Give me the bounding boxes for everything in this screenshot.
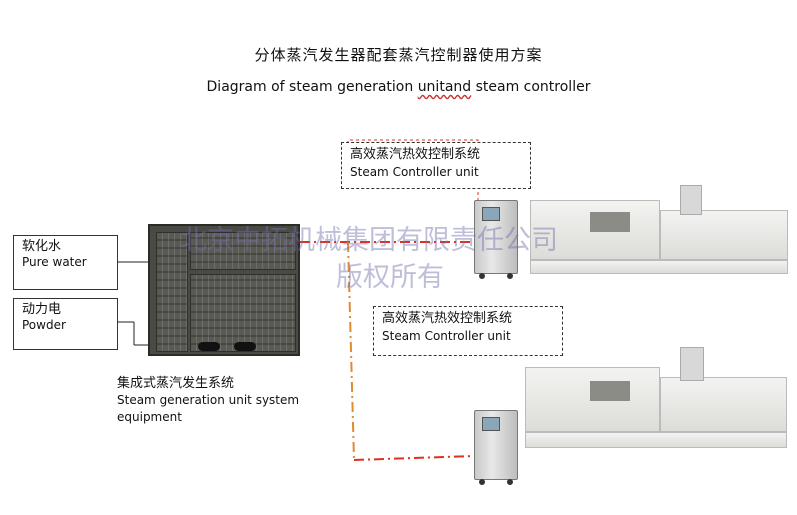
controller-label-top: 高效蒸汽热效控制系统 Steam Controller unit <box>341 142 531 189</box>
controller-top-screen <box>482 207 500 221</box>
machine-bottom-injection-unit <box>660 377 787 432</box>
generator-left-panel <box>156 232 188 352</box>
controller-bottom-foot-right <box>507 479 513 485</box>
controller-top-foot-left <box>479 273 485 279</box>
steam-line-branch <box>347 241 355 461</box>
title-en-part1: Diagram of steam generation <box>206 79 418 95</box>
controller-bottom-screen <box>482 417 500 431</box>
machine-bottom-hopper <box>680 347 704 381</box>
machine-top-platen <box>590 212 630 232</box>
generator-top-panel <box>190 232 296 270</box>
generator-label-en-line2: equipment <box>117 410 182 424</box>
pure-water-label-en: Pure water <box>22 255 87 269</box>
watermark-line2: 版权所有 <box>336 262 444 293</box>
controller-bottom-en: Steam Controller unit <box>382 329 511 343</box>
injection-machine-bottom <box>525 345 787 455</box>
generator-vent-right <box>234 342 256 351</box>
pure-water-label-cn: 软化水 <box>22 239 62 254</box>
steam-controller-top <box>474 200 518 279</box>
diagram-title-cn: 分体蒸汽发生器配套蒸汽控制器使用方案 <box>254 46 543 64</box>
title-en-part2: steam controller <box>471 79 591 95</box>
generator-bottom-panel <box>190 274 296 352</box>
machine-bottom-platen <box>590 381 630 401</box>
power-label-en: Powder <box>22 318 66 332</box>
steam-line-bottom <box>353 455 475 461</box>
watermark-line1: 北京中拓机械集团有限责任公司 <box>180 225 558 256</box>
generator-label-cn: 集成式蒸汽发生系统 <box>117 376 235 391</box>
machine-top-base <box>530 260 788 274</box>
power-label-cn: 动力电 <box>22 302 62 317</box>
generator-vent-left <box>198 342 220 351</box>
controller-top-en: Steam Controller unit <box>350 165 479 179</box>
machine-top-hopper <box>680 185 702 215</box>
controller-top-cn: 高效蒸汽热效控制系统 <box>350 147 481 162</box>
controller-label-bottom: 高效蒸汽热效控制系统 Steam Controller unit <box>373 306 563 356</box>
controller-bottom-foot-left <box>479 479 485 485</box>
machine-bottom-base <box>525 432 787 448</box>
steam-controller-bottom <box>474 410 518 485</box>
power-box: 动力电 Powder <box>13 298 118 350</box>
steam-generator-cabinet <box>148 224 300 356</box>
diagram-title-en: Diagram of steam generation unitand stea… <box>0 79 797 95</box>
controller-top-foot-right <box>507 273 513 279</box>
machine-top-injection-unit <box>660 210 788 260</box>
pure-water-box: 软化水 Pure water <box>13 235 118 290</box>
controller-bottom-cn: 高效蒸汽热效控制系统 <box>382 311 513 326</box>
generator-label-en-line1: Steam generation unit system <box>117 393 300 407</box>
injection-machine-top <box>530 180 788 280</box>
generator-label: 集成式蒸汽发生系统 Steam generation unit system e… <box>117 375 347 426</box>
title-en-underlined: unitand <box>417 79 472 95</box>
